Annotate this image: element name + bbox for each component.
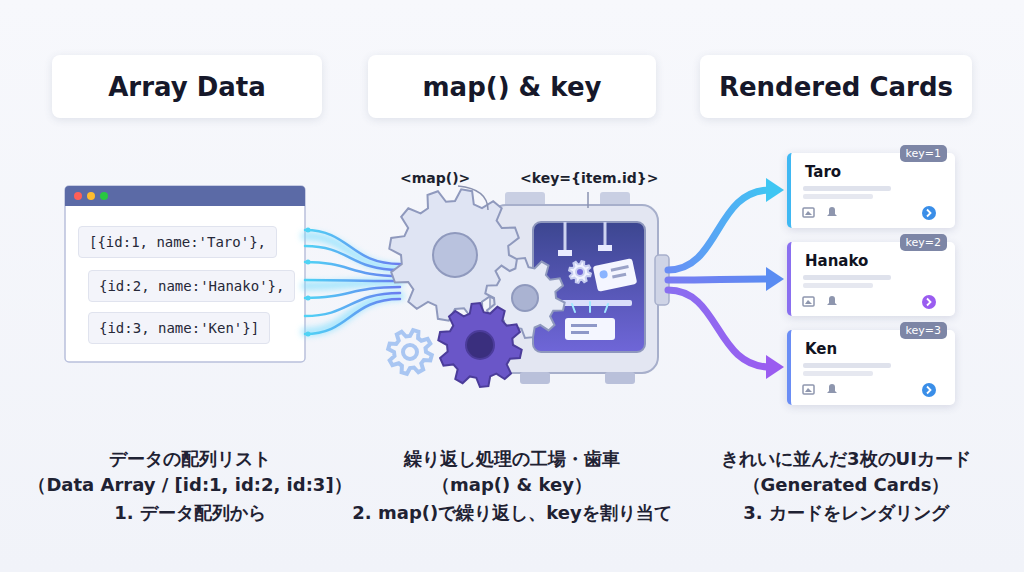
gear	[438, 303, 521, 387]
key-badge: key=3	[900, 322, 947, 339]
header-text: map() & key	[423, 72, 602, 102]
card-title: Taro	[805, 163, 841, 181]
gear-hub	[433, 233, 477, 277]
caption-line: （Data Array / [id:1, id:2, id:3]）	[28, 473, 351, 497]
gear	[569, 261, 591, 283]
leader-lines	[458, 186, 588, 210]
key-label: key=3	[906, 324, 941, 337]
column-header: Rendered Cards	[700, 55, 972, 118]
code-text: [{id:1, name:'Taro'},	[89, 234, 266, 250]
caption-line: 1. データ配列から	[114, 501, 266, 525]
card-title: Hanako	[805, 252, 868, 270]
code-row: [{id:1, name:'Taro'},	[78, 226, 277, 258]
gear-hub	[512, 285, 538, 311]
card-title: Ken	[805, 340, 837, 358]
column-header: map() & key	[368, 55, 656, 118]
column-header: Array Data	[52, 55, 322, 118]
code-window	[65, 186, 305, 362]
leader-label: <key={item.id}>	[520, 170, 658, 186]
caption-line: 繰り返し処理の工場・歯車	[404, 447, 620, 471]
code-text: {id:3, name:'Ken'}]	[99, 320, 259, 336]
gears	[388, 189, 591, 387]
code-text: {id:2, name:'Hanako'},	[99, 278, 284, 294]
key-label: key=1	[906, 147, 941, 160]
header-text: Rendered Cards	[719, 72, 953, 102]
output-arrows	[668, 178, 784, 379]
ui-card: Hanakokey=2	[787, 242, 955, 316]
leader-label: <map()>	[400, 170, 470, 186]
key-label: key=2	[906, 236, 941, 249]
data-flow-lines	[305, 228, 400, 337]
gear-hub	[576, 268, 584, 276]
header-text: Array Data	[108, 72, 266, 102]
caption-line: （map() & key）	[432, 473, 592, 497]
caption-line: データの配列リスト	[109, 447, 271, 471]
ui-card: Tarokey=1	[787, 153, 955, 228]
gear	[388, 330, 432, 374]
caption-line: きれいに並んだ3枚のUIカード	[721, 447, 971, 471]
code-row: {id:2, name:'Hanako'},	[88, 270, 295, 302]
gear-hub	[403, 345, 417, 359]
key-badge: key=1	[900, 145, 947, 162]
code-row: {id:3, name:'Ken'}]	[88, 312, 270, 344]
key-badge: key=2	[900, 234, 947, 251]
caption-line: 3. カードをレンダリング	[743, 501, 949, 525]
ui-card: Kenkey=3	[787, 330, 955, 405]
gear-hub	[466, 331, 494, 359]
caption-line: 2. map()で繰り返し、keyを割り当て	[352, 501, 671, 525]
caption-line: （Generated Cards）	[743, 473, 950, 497]
